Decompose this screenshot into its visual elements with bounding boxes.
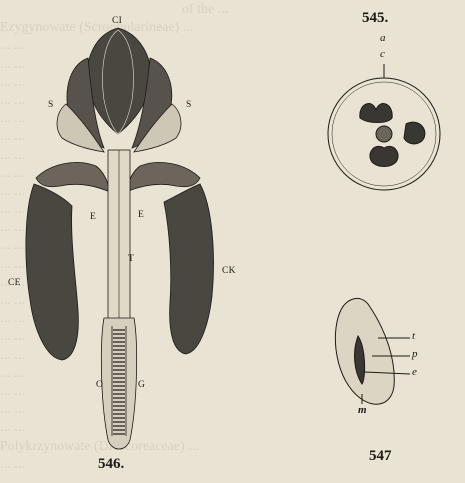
fig546-label-s-right: S [186,100,192,110]
fig547-label-p: p [412,348,418,360]
fig547-label-t: t [412,330,415,342]
fig547-label-e: e [412,366,417,378]
fig546-label-s-left: S [48,100,54,110]
fig546-label-e-left: E [90,212,96,222]
fig546-label-o: O [96,380,103,390]
fig546-label-ci: CI [112,16,122,26]
fig545-label-c: c [380,48,385,60]
fig546-label-t: T [128,254,134,264]
fig546-label-ce: CE [8,278,21,288]
figure-547-number: 547 [369,448,392,465]
figure-546-number: 546. [98,456,124,473]
fig545-label-a: a [380,32,386,44]
figure-545-number: 545. [362,10,388,27]
fig547-label-m: m [358,404,367,416]
fig546-label-ck: CK [222,266,236,276]
fig546-label-e-right: E [138,210,144,220]
fig546-label-g: G [138,380,145,390]
